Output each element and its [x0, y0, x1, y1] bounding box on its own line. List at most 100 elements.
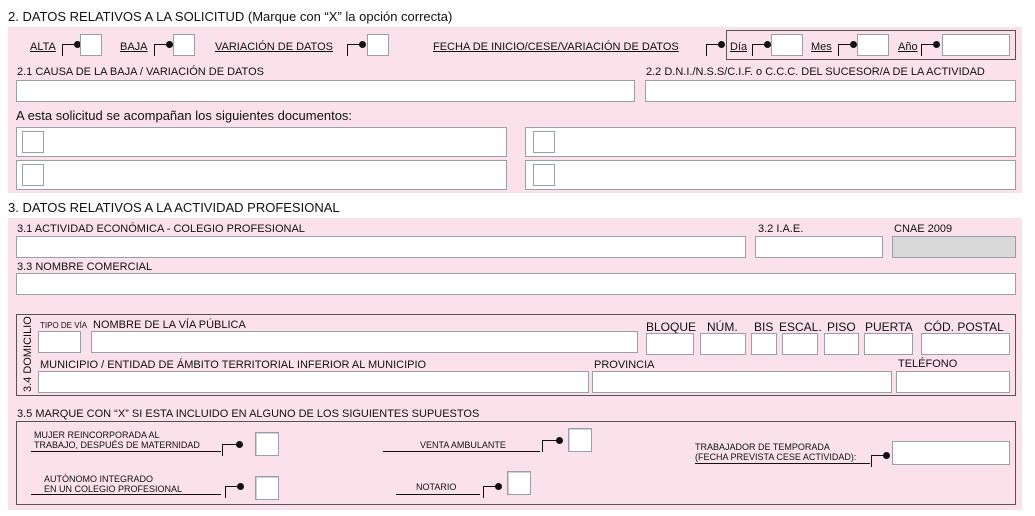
anio-label: Año — [898, 41, 918, 53]
fecha-box — [726, 30, 1016, 60]
trabajador-fecha-input[interactable] — [892, 441, 1010, 465]
baja-checkbox[interactable] — [173, 34, 195, 56]
trabajador-label-line1: TRABAJADOR DE TEMPORADA — [695, 442, 830, 452]
cnae-input — [892, 236, 1016, 258]
telefono-label: TELÉFONO — [898, 358, 958, 370]
municipio-label: MUNICIPIO / ENTIDAD DE ÁMBITO TERRITORIA… — [40, 359, 427, 371]
trabajador-label-line2: (FECHA PREVISTA CESE ACTIVIDAD): — [695, 452, 857, 462]
causa-input[interactable] — [16, 80, 635, 102]
dni-sucesor-label: 2.2 D.N.I./N.S.S/C.I.F. o C.C.C. DEL SUC… — [646, 66, 985, 78]
fecha-label: FECHA DE INICIO/CESE/VARIACIÓN DE DATOS — [433, 41, 679, 53]
venta-checkbox[interactable] — [568, 428, 592, 452]
anio-connector — [921, 41, 940, 56]
doc-1-left-checkbox[interactable] — [22, 131, 44, 153]
nombre-comercial-label: 3.3 NOMBRE COMERCIAL — [17, 261, 153, 273]
escal-input[interactable] — [782, 333, 818, 355]
autonomo-label: AUTÓNOMO INTEGRADO EN UN COLEGIO PROFESI… — [44, 474, 182, 494]
actividad-input[interactable] — [16, 236, 746, 258]
nombre-via-label: NOMBRE DE LA VÍA PÚBLICA — [93, 319, 246, 331]
autonomo-underline — [31, 494, 221, 495]
trabajador-underline — [695, 463, 870, 464]
iae-label: 3.2 I.A.E. — [758, 223, 804, 235]
notario-label: NOTARIO — [416, 482, 457, 492]
supuestos-box — [16, 421, 1016, 505]
mujer-label: MUJER REINCORPORADA AL TRABAJO, DESPUÉS … — [34, 430, 200, 450]
autonomo-checkbox[interactable] — [255, 476, 279, 500]
dia-input[interactable] — [771, 34, 803, 56]
alta-checkbox[interactable] — [80, 34, 102, 56]
puerta-label: PUERTA — [865, 320, 913, 334]
doc-row-2-right[interactable] — [525, 160, 1016, 190]
nombre-via-input[interactable] — [91, 331, 638, 353]
dia-label: Día — [730, 41, 748, 53]
section-2-title-note: (Marque con “X” la opción correcta) — [244, 9, 453, 24]
tipo-via-input[interactable] — [38, 331, 81, 353]
baja-connector — [154, 41, 173, 56]
section-3-title: 3. DATOS RELATIVOS A LA ACTIVIDAD PROFES… — [8, 200, 340, 215]
doc-2-left-checkbox[interactable] — [22, 164, 44, 186]
tipo-via-label: TIPO DE VÍA — [40, 321, 88, 330]
iae-input[interactable] — [755, 236, 883, 258]
mes-connector — [838, 41, 857, 56]
mes-input[interactable] — [857, 34, 889, 56]
municipio-input[interactable] — [38, 371, 589, 393]
autonomo-label-line1: AUTÓNOMO INTEGRADO — [44, 474, 154, 484]
bloque-input[interactable] — [646, 333, 694, 355]
mujer-underline — [31, 451, 221, 452]
notario-underline — [396, 494, 480, 495]
doc-row-1-right[interactable] — [525, 127, 1016, 157]
anio-input[interactable] — [942, 34, 1010, 56]
bis-label: BIS — [754, 320, 774, 334]
docs-label: A esta solicitud se acompañan los siguie… — [16, 108, 353, 123]
provincia-label: PROVINCIA — [594, 359, 655, 371]
dni-sucesor-input[interactable] — [645, 80, 1016, 102]
trabajador-label: TRABAJADOR DE TEMPORADA (FECHA PREVISTA … — [695, 442, 856, 462]
venta-underline — [383, 451, 540, 452]
cod-postal-label: CÓD. POSTAL — [924, 320, 1004, 334]
cnae-label: CNAE 2009 — [894, 223, 953, 235]
supuestos-label: 3.5 MARQUE CON “X” SI ESTA INCLUIDO EN A… — [17, 408, 480, 420]
telefono-input[interactable] — [896, 371, 1010, 393]
escal-label: ESCAL. — [779, 320, 822, 334]
dia-connector — [752, 41, 771, 56]
mujer-label-line1: MUJER REINCORPORADA AL — [34, 430, 160, 440]
venta-connector — [542, 437, 563, 452]
doc-1-right-checkbox[interactable] — [533, 131, 555, 153]
variacion-connector — [347, 41, 366, 56]
domicilio-label: 3.4 DOMICILIO — [22, 316, 34, 392]
bis-input[interactable] — [751, 333, 777, 355]
nombre-comercial-input[interactable] — [16, 273, 1016, 295]
cod-postal-input[interactable] — [921, 333, 1010, 355]
num-label: NÚM. — [707, 320, 738, 334]
notario-checkbox[interactable] — [507, 471, 531, 495]
section-2-title: 2. DATOS RELATIVOS A LA SOLICITUD (Marqu… — [8, 9, 452, 24]
notario-connector — [483, 483, 502, 498]
doc-row-2-left[interactable] — [16, 160, 507, 190]
mujer-checkbox[interactable] — [255, 432, 279, 456]
section-3-panel — [8, 218, 1022, 510]
variacion-label: VARIACIÓN DE DATOS — [215, 41, 333, 53]
piso-input[interactable] — [824, 333, 859, 355]
provincia-input[interactable] — [592, 371, 892, 393]
mujer-connector — [222, 441, 243, 456]
domicilio-box — [16, 314, 1016, 396]
trabajador-connector — [871, 452, 890, 467]
actividad-label: 3.1 ACTIVIDAD ECONÓMICA - COLEGIO PROFES… — [17, 223, 305, 235]
doc-row-1-left[interactable] — [16, 127, 507, 157]
piso-label: PISO — [827, 320, 856, 334]
alta-label: ALTA — [30, 41, 56, 53]
puerta-input[interactable] — [864, 333, 913, 355]
section-2-title-text: 2. DATOS RELATIVOS A LA SOLICITUD — [8, 9, 245, 24]
num-input[interactable] — [700, 333, 746, 355]
mes-label: Mes — [811, 41, 832, 53]
bloque-label: BLOQUE — [646, 320, 697, 334]
alta-connector — [62, 41, 81, 56]
fecha-connector — [706, 41, 725, 56]
causa-label: 2.1 CAUSA DE LA BAJA / VARIACIÓN DE DATO… — [17, 66, 264, 78]
autonomo-label-line2: EN UN COLEGIO PROFESIONAL — [44, 484, 183, 494]
baja-label: BAJA — [120, 41, 148, 53]
venta-label: VENTA AMBULANTE — [420, 440, 506, 450]
doc-2-right-checkbox[interactable] — [533, 164, 555, 186]
mujer-label-line2: TRABAJO, DESPUÉS DE MATERNIDAD — [34, 440, 200, 450]
variacion-checkbox[interactable] — [367, 34, 389, 56]
